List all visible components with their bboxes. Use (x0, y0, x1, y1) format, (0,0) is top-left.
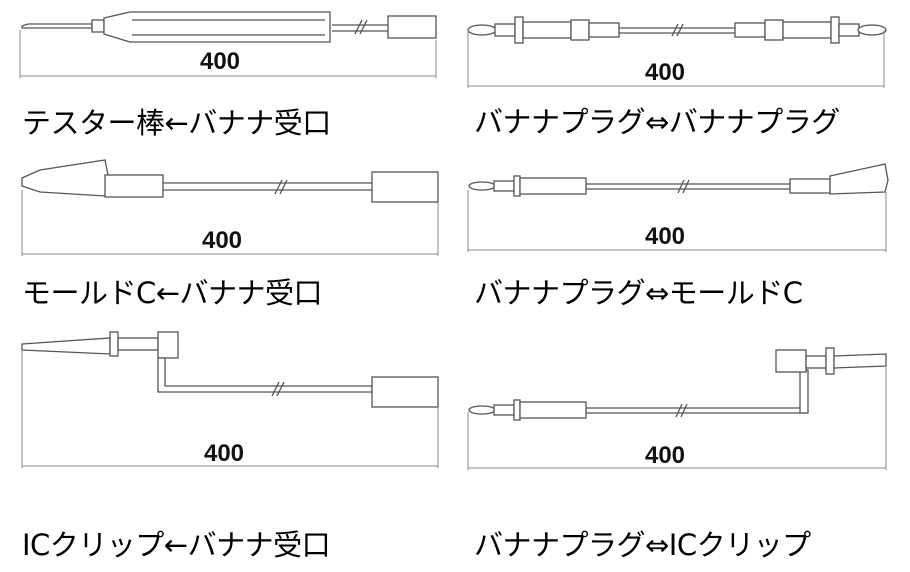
tester-probe-lead-drawing (21, 11, 437, 43)
caption-banana-mold: バナナプラグ⇔モールドC (474, 276, 803, 310)
dimension-line-3 (21, 190, 439, 256)
caption-ic-clip: ICクリップ←バナナ受口 (22, 528, 331, 562)
mold-clip-lead-drawing (21, 159, 439, 203)
dimension-line-1 (19, 30, 437, 78)
banana-mold-lead-drawing (468, 163, 889, 197)
caption-banana-ic-clip: バナナプラグ⇔ICクリップ (474, 528, 811, 562)
dimension-label: 400 (645, 223, 685, 250)
caption-banana-banana: バナナプラグ⇔バナナプラグ (474, 105, 840, 139)
dimension-line-6 (467, 366, 887, 470)
dimension-label: 400 (204, 440, 244, 467)
banana-banana-lead-drawing (467, 16, 887, 44)
dimension-line-4 (467, 190, 887, 252)
caption-mold-clip: モールドC←バナナ受口 (22, 276, 323, 310)
dimension-label: 400 (202, 227, 242, 254)
dimension-label: 400 (645, 442, 685, 469)
dimension-label: 400 (645, 59, 685, 86)
ic-clip-lead-drawing (21, 331, 439, 408)
dimension-line-2 (467, 30, 885, 88)
banana-ic-clip-lead-drawing (468, 347, 887, 421)
dimension-label: 400 (200, 48, 240, 75)
dimension-line-5 (21, 350, 439, 468)
caption-tester-probe: テスター棒←バナナ受口 (22, 106, 331, 140)
